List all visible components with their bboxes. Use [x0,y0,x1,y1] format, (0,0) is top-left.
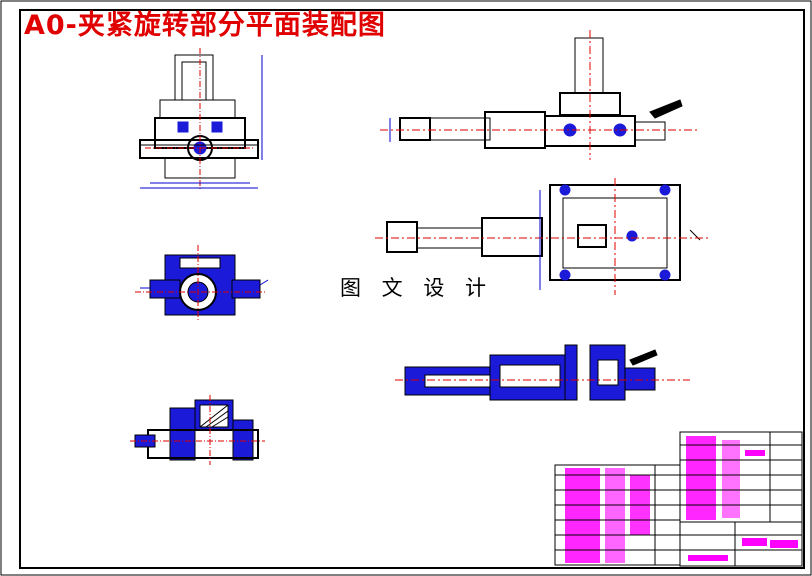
title-block-upper [679,431,803,523]
view-top-right [380,30,700,160]
view-mid-left [135,245,269,320]
inner-frame [19,9,805,569]
view-bottom-right [395,344,690,401]
parts-list-table [554,464,681,566]
view-bottom-left [130,395,265,465]
title-block-lower [679,521,803,567]
view-mid-right [375,178,710,295]
view-top-left [139,48,263,190]
drawing-title: A0-夹紧旋转部分平面装配图 [24,10,386,41]
watermark-text: 图 文 设 计 [340,276,494,300]
